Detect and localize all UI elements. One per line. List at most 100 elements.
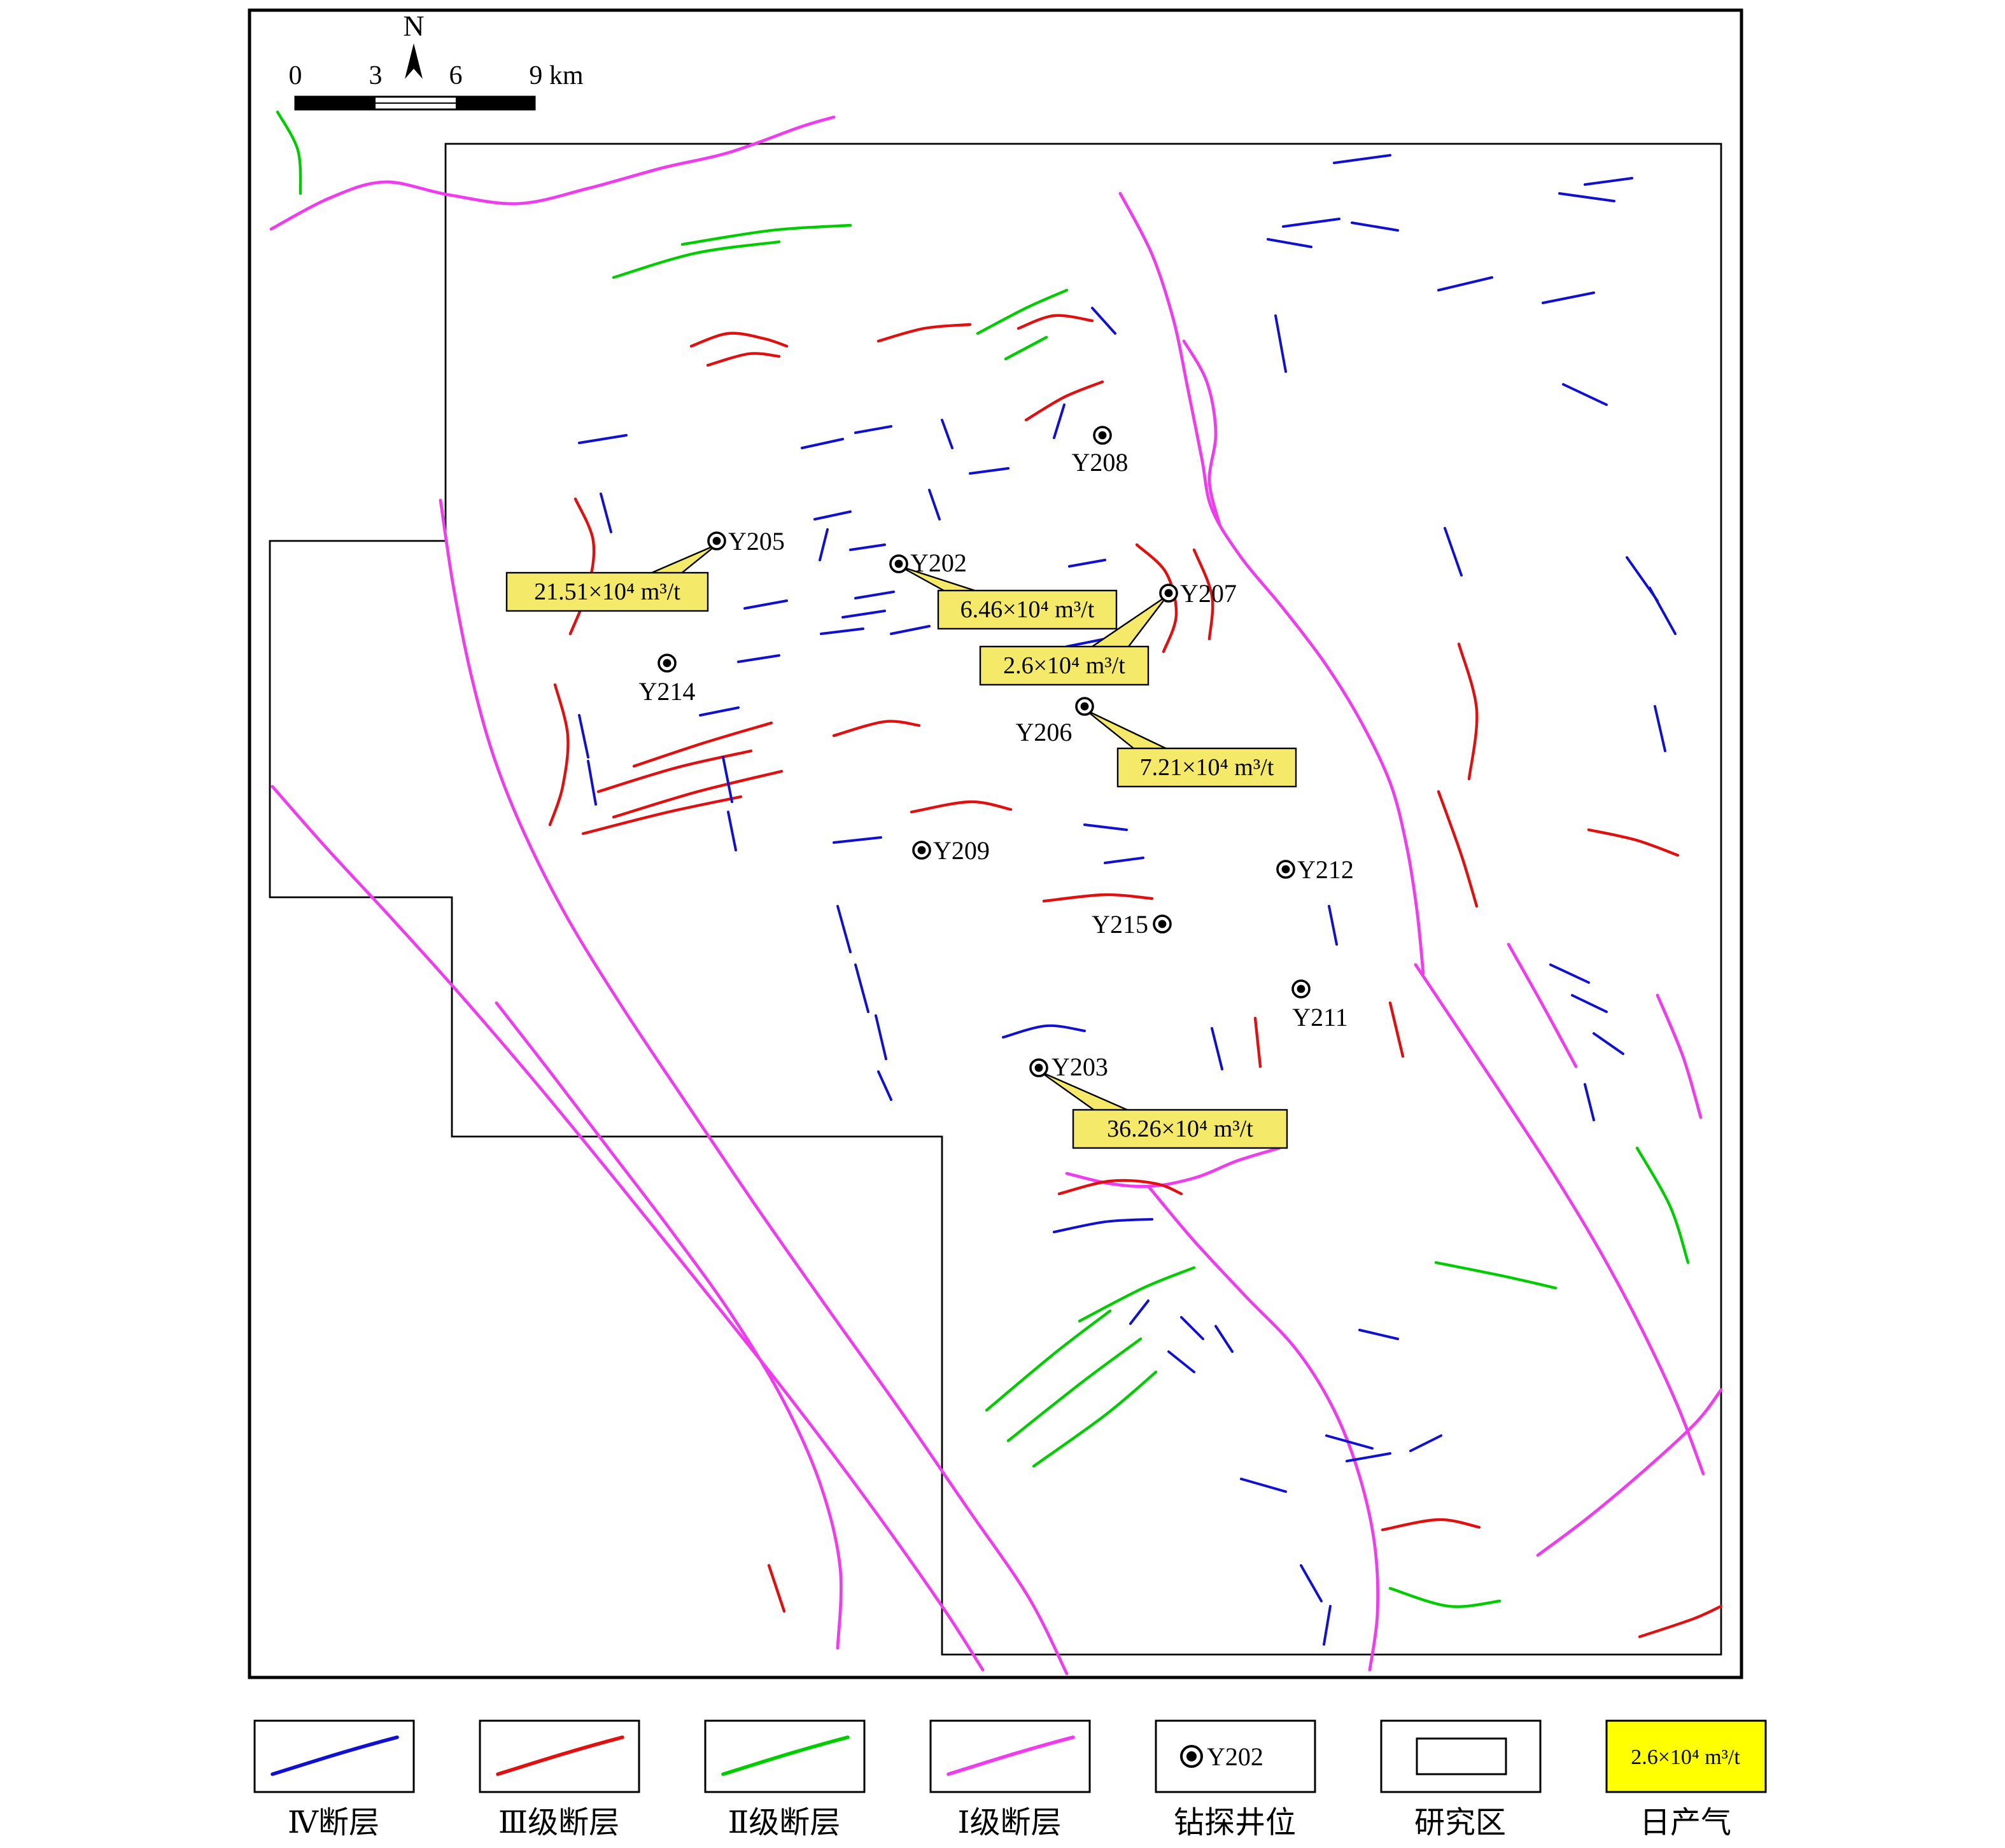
fault-iv-line [1593, 1032, 1624, 1055]
wells-layer: Y208Y205Y202Y207Y214Y206Y209Y212Y215Y211… [639, 426, 1354, 1081]
fault-iv-line [1351, 221, 1399, 232]
scale-label-0: 0 [289, 61, 302, 90]
fault-iii-line [706, 352, 781, 367]
well-y202: Y202 [889, 549, 967, 577]
fault-iv-line [600, 493, 612, 533]
fault-ii-line [976, 288, 1069, 335]
gas-callout-tail [1085, 709, 1172, 752]
fault-i-line [1146, 1184, 1380, 1672]
well-y206: Y206 [1016, 697, 1094, 746]
gas-callout: 7.21×10⁴ m³/t [1085, 709, 1297, 788]
fault-iii-line [581, 795, 743, 836]
fault-iii-line [832, 720, 921, 738]
faults-layer [269, 110, 1723, 1676]
legend-label-study-area: 研究区 [1414, 1806, 1506, 1840]
legend-item-study-area: 研究区 [1380, 1719, 1542, 1840]
legend: Ⅳ断层 Ⅲ级断层 Ⅱ级断层 Ⅰ级断层 Y202 钻探井位 研究区 [253, 1719, 1767, 1840]
fault-i-sample-line [946, 1735, 1075, 1776]
fault-iv-line [941, 419, 953, 449]
legend-label-fault-iv: Ⅳ断层 [288, 1806, 379, 1840]
fault-iii-sample-line [496, 1735, 624, 1776]
gas-callout: 6.46×10⁴ m³/t [899, 565, 1118, 630]
fault-iv-line [1068, 559, 1106, 568]
legend-item-well: Y202 钻探井位 [1155, 1719, 1316, 1840]
legend-item-fault-ii: Ⅱ级断层 [704, 1719, 866, 1840]
scale-bar-seg1 [295, 97, 376, 109]
fault-i-line [271, 785, 985, 1672]
gas-callout-value: 6.46×10⁴ m³/t [960, 596, 1095, 623]
fault-iv-line [841, 610, 886, 619]
fault-ii-sample-line [721, 1735, 850, 1776]
gas-callout-value: 21.51×10⁴ m³/t [534, 578, 680, 605]
legend-label-well: 钻探井位 [1174, 1806, 1296, 1840]
gas-callout-box [505, 571, 709, 612]
fault-i-line [269, 115, 836, 231]
fault-iv-line [1437, 276, 1493, 291]
fault-iv-line [890, 625, 931, 635]
fault-iii-line [1587, 828, 1680, 857]
well-inner-dot [712, 536, 721, 545]
fault-iv-line [877, 1070, 892, 1101]
well-label: Y202 [910, 549, 967, 577]
fault-iv-line [1409, 1434, 1442, 1452]
fault-iii-line [632, 721, 773, 768]
fault-iv-line [1240, 1478, 1287, 1493]
fault-iv-line [1542, 291, 1595, 304]
fault-iv-line [1104, 857, 1144, 864]
fault-iv-line [813, 510, 852, 521]
fault-i-line [1507, 942, 1578, 1068]
legend-item-fault-i: Ⅰ级断层 [929, 1719, 1091, 1840]
gas-callout-box [1116, 747, 1297, 788]
fault-iii-line [612, 769, 784, 819]
fault-iv-sample-line [271, 1735, 399, 1776]
fault-iv-line [1300, 1564, 1323, 1602]
gas-callout-tail [642, 543, 717, 578]
fault-i-line [1536, 1388, 1723, 1557]
gas-callout: 21.51×10⁴ m³/t [505, 543, 717, 612]
fault-iv-line [587, 760, 597, 806]
fault-iii-line [1381, 1518, 1481, 1532]
fault-iv-line [1129, 1299, 1150, 1325]
fault-ii-line [1635, 1146, 1690, 1264]
legend-label-fault-iii: Ⅲ级断层 [498, 1806, 619, 1840]
fault-iv-line [833, 836, 882, 844]
fault-i-line [1182, 339, 1221, 526]
fault-iii-line [1437, 790, 1479, 908]
well-label: Y205 [728, 527, 785, 556]
fault-iv-line [699, 706, 740, 717]
fault-iv-line [1649, 587, 1677, 635]
fault-iv-line [819, 528, 829, 561]
legend-label-fault-ii: Ⅱ级断层 [728, 1806, 841, 1840]
fault-iv-line [849, 543, 886, 551]
fault-iv-line [1214, 1325, 1234, 1353]
fault-iv-line [1571, 994, 1608, 1013]
fault-iv-line [928, 489, 941, 521]
fault-iv-line [801, 438, 844, 449]
fault-iv-line [820, 627, 864, 635]
fault-i-line [1656, 993, 1703, 1119]
fault-iv-line [1053, 1218, 1153, 1233]
fault-iv-line [1325, 1434, 1374, 1450]
fault-iv-line [1358, 1329, 1399, 1340]
fault-iv-line [854, 425, 892, 434]
gas-sample-box [1605, 1719, 1767, 1793]
well-label: Y212 [1297, 855, 1354, 884]
well-label: Y203 [1052, 1053, 1108, 1081]
fault-iv-line [743, 599, 788, 610]
fault-iii-line [1253, 1016, 1262, 1068]
fault-iii-line [767, 1564, 786, 1613]
gas-callout-value: 2.6×10⁴ m³/t [1003, 652, 1125, 679]
fault-iv-line [1083, 823, 1128, 831]
well-y209: Y209 [912, 836, 990, 865]
fault-ii-line [680, 223, 852, 246]
fault-iii-line [1457, 642, 1479, 781]
legend-item-gas: 2.6×10⁴ m³/t 日产气 [1605, 1719, 1767, 1840]
well-inner-dot [1164, 589, 1173, 598]
well-label: Y215 [1092, 910, 1148, 939]
well-label: Y207 [1180, 579, 1237, 608]
fault-iv-line [1333, 154, 1391, 164]
fault-i-line [1118, 192, 1425, 976]
scale-bar: 0 3 6 9 km [289, 61, 584, 111]
fault-ii-line [276, 110, 302, 195]
